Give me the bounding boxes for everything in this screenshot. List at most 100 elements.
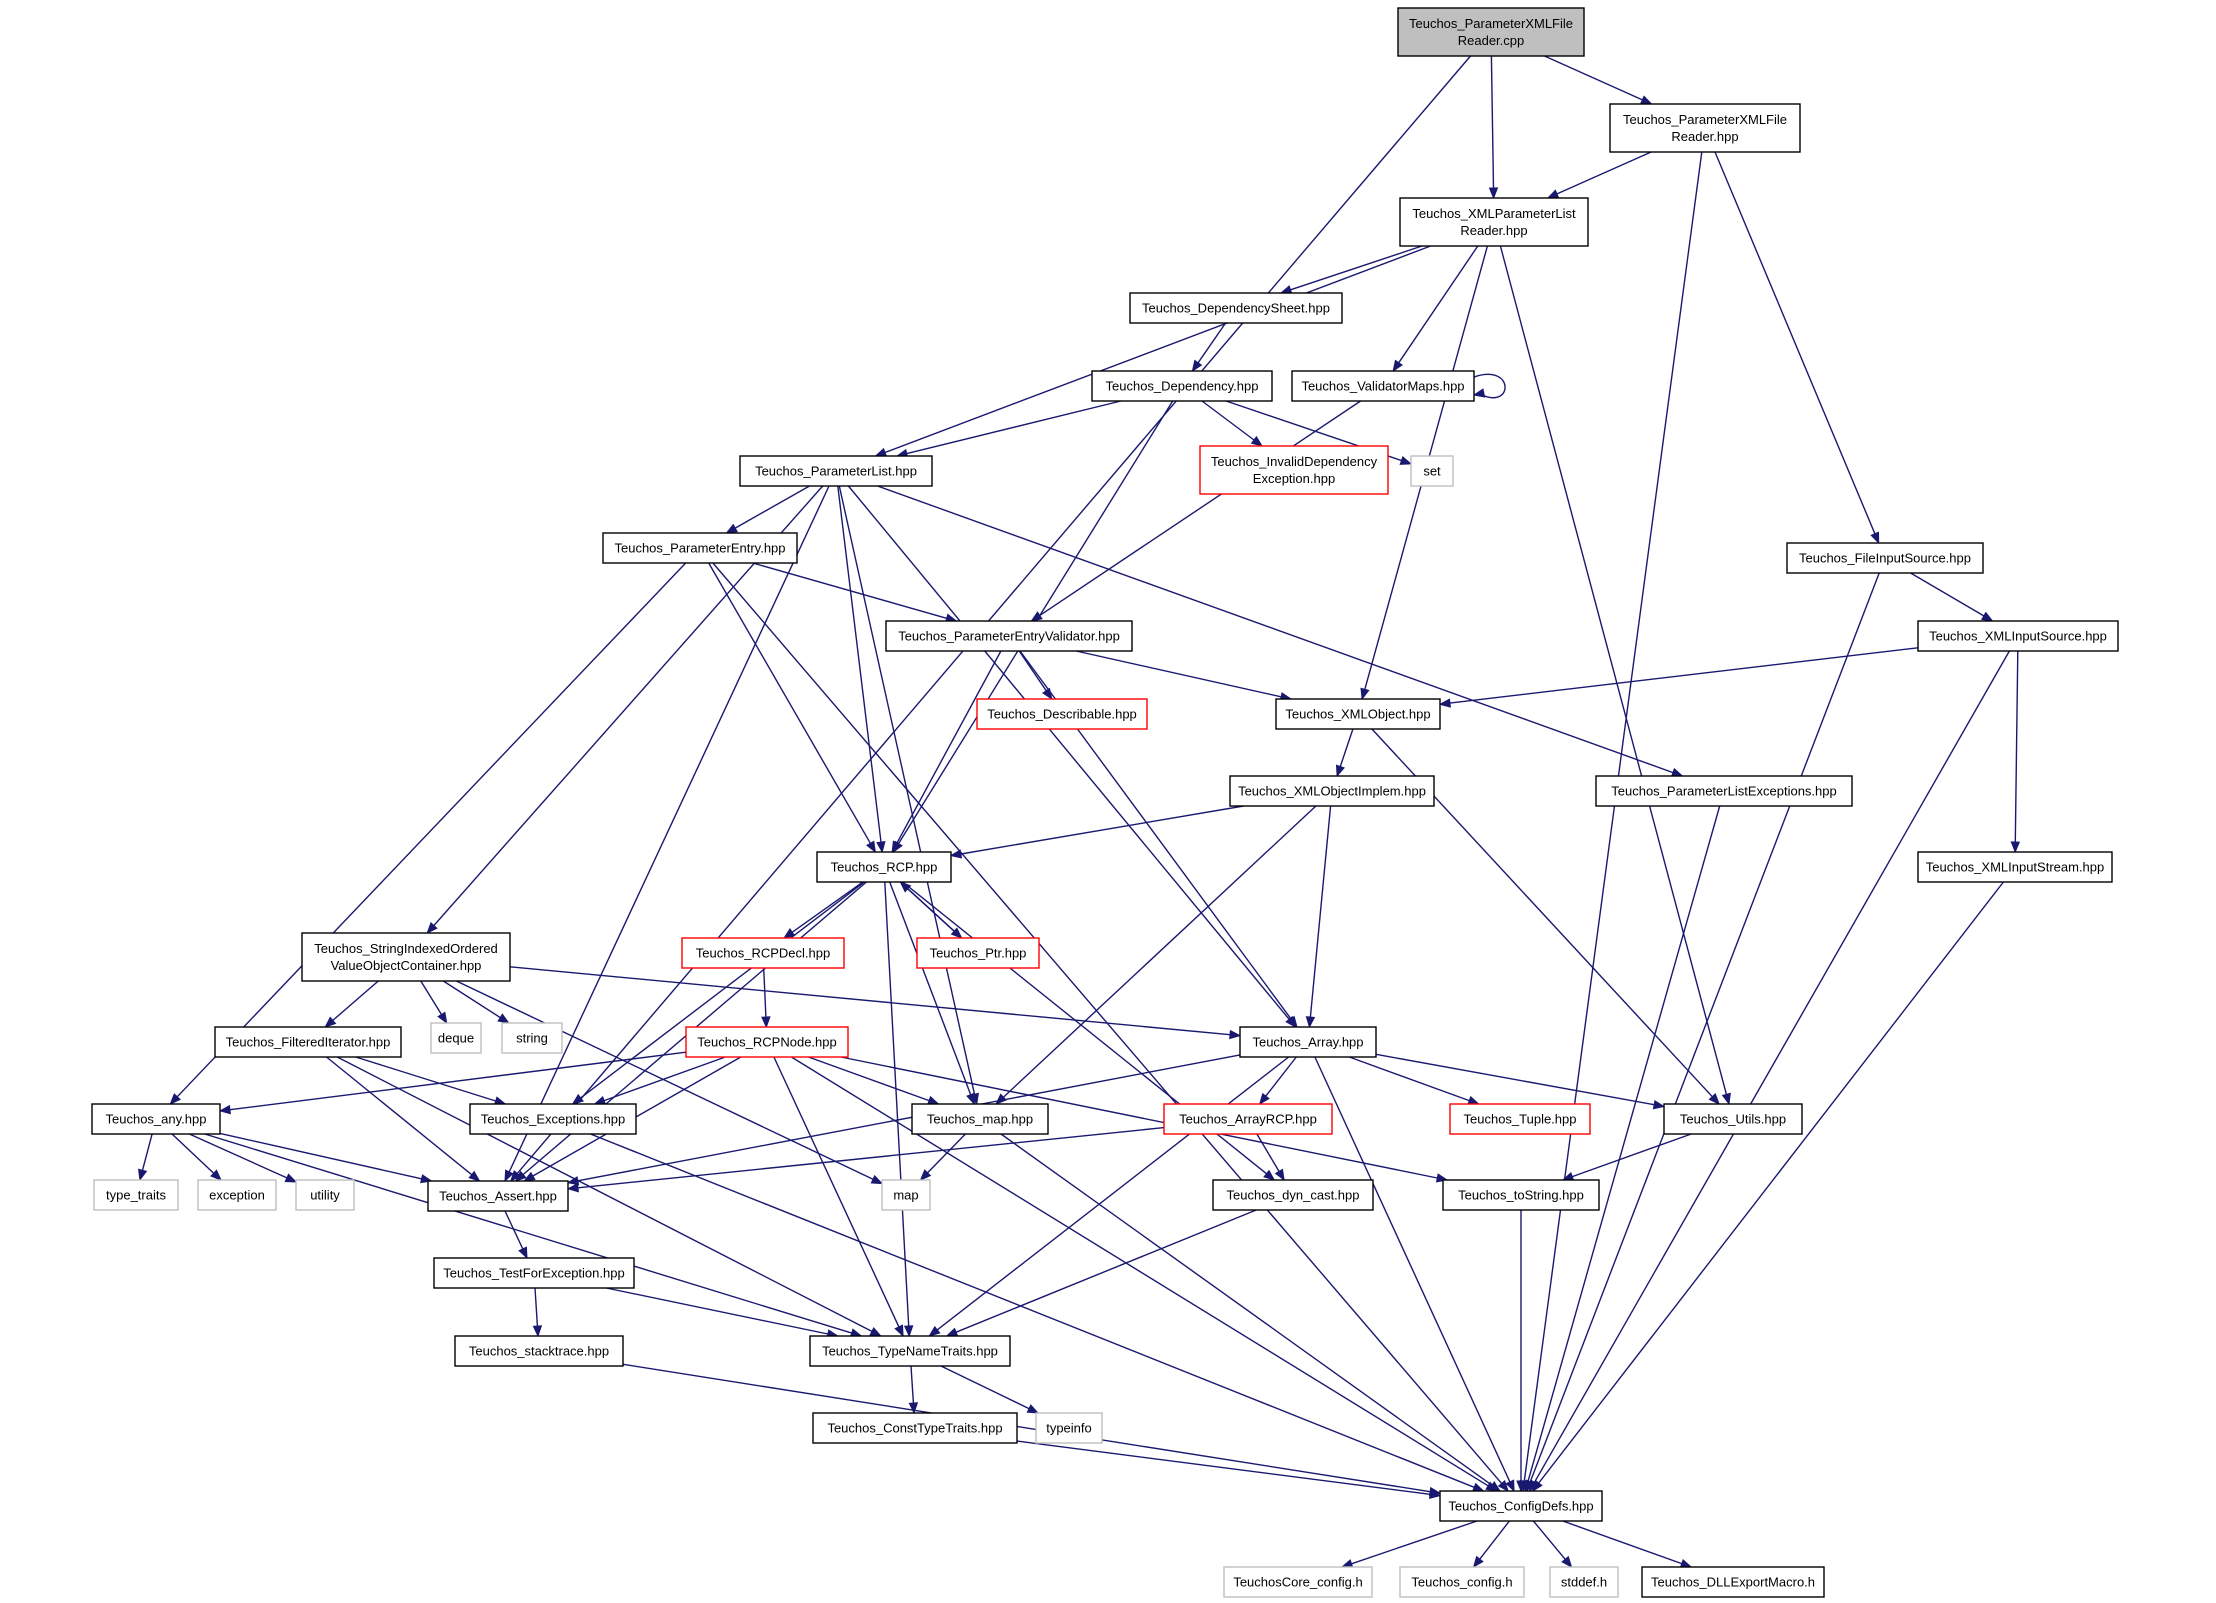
node-pev[interactable]: Teuchos_ParameterEntryValidator.hpp xyxy=(885,620,1133,652)
node-describable[interactable]: Teuchos_Describable.hpp xyxy=(976,698,1148,730)
edge-line xyxy=(791,1056,1489,1487)
node-set[interactable]: set xyxy=(1410,455,1454,487)
edge-arrowhead xyxy=(903,1325,914,1338)
node-testforexc[interactable]: Teuchos_TestForException.hpp xyxy=(433,1257,635,1289)
edge-configdefs-to-dllexport xyxy=(1562,1520,1693,1568)
edge-line xyxy=(955,1209,1257,1333)
edge-arrowhead xyxy=(761,1016,771,1029)
node-xmlobject[interactable]: Teuchos_XMLObject.hpp xyxy=(1275,698,1441,730)
node-box xyxy=(1091,370,1273,402)
node-ptr[interactable]: Teuchos_Ptr.hpp xyxy=(916,937,1040,969)
node-box xyxy=(809,1335,1011,1367)
edge-pxfr_hpp-to-fileinput xyxy=(1714,151,1880,545)
edge-sivoc-to-deque xyxy=(420,980,448,1025)
node-xmlinput[interactable]: Teuchos_XMLInputSource.hpp xyxy=(1917,620,2119,652)
node-any[interactable]: Teuchos_any.hpp xyxy=(91,1103,221,1135)
node-exception[interactable]: exception xyxy=(197,1179,277,1211)
edge-arrowhead xyxy=(518,1246,528,1260)
node-deque[interactable]: deque xyxy=(430,1022,482,1054)
node-exceptions[interactable]: Teuchos_Exceptions.hpp xyxy=(469,1103,637,1135)
node-xmlobjimpl[interactable]: Teuchos_XMLObjectImplem.hpp xyxy=(1229,775,1435,807)
node-tostring[interactable]: Teuchos_toString.hpp xyxy=(1442,1179,1600,1211)
node-type-traits[interactable]: type_traits xyxy=(93,1179,179,1211)
node-paramlist[interactable]: Teuchos_ParameterList.hpp xyxy=(739,455,933,487)
edge-any-to-assert xyxy=(219,1132,433,1184)
edge-arrowhead xyxy=(1360,687,1370,701)
node-label: Teuchos_DependencySheet.hpp xyxy=(1142,301,1330,316)
edge-arrowhead xyxy=(532,1325,543,1338)
edge-paramlist-to-rcp xyxy=(837,485,886,854)
node-dllexport[interactable]: Teuchos_DLLExportMacro.h xyxy=(1641,1566,1825,1598)
edge-arrowhead xyxy=(1497,1479,1509,1493)
node-box xyxy=(93,1179,179,1211)
edge-line xyxy=(1538,881,2004,1484)
node-teuchosconfig[interactable]: Teuchos_config.h xyxy=(1399,1566,1525,1598)
node-rcpdecl[interactable]: Teuchos_RCPDecl.hpp xyxy=(681,937,845,969)
edge-arrowhead xyxy=(926,1095,940,1105)
node-paramentry[interactable]: Teuchos_ParameterEntry.hpp xyxy=(602,532,798,564)
node-typenametraits[interactable]: Teuchos_TypeNameTraits.hpp xyxy=(809,1335,1011,1367)
node-fileinput[interactable]: Teuchos_FileInputSource.hpp xyxy=(1786,542,1984,574)
edge-tostring-to-configdefs xyxy=(1516,1210,1526,1493)
edge-line xyxy=(189,1133,288,1179)
node-filtered[interactable]: Teuchos_FilteredIterator.hpp xyxy=(214,1026,402,1058)
edge-rcp-to-exceptions xyxy=(571,881,865,1105)
edge-arrowhead xyxy=(566,1183,579,1193)
edge-arrayrcp-to-dyncast xyxy=(1256,1133,1285,1182)
node-map[interactable]: map xyxy=(881,1179,931,1211)
edge-line xyxy=(1562,1520,1682,1565)
node-plexc[interactable]: Teuchos_ParameterListExceptions.hpp xyxy=(1595,775,1853,807)
node-tuple[interactable]: Teuchos_Tuple.hpp xyxy=(1449,1103,1591,1135)
node-label: Exception.hpp xyxy=(1253,471,1335,486)
node-stacktrace[interactable]: Teuchos_stacktrace.hpp xyxy=(454,1335,624,1367)
node-label: Teuchos_ConstTypeTraits.hpp xyxy=(827,1421,1002,1436)
node-sivoc[interactable]: Teuchos_StringIndexedOrderedValueObjectC… xyxy=(301,932,511,982)
node-rcpnode[interactable]: Teuchos_RCPNode.hpp xyxy=(685,1026,849,1058)
edge-line xyxy=(456,980,874,1180)
node-utils[interactable]: Teuchos_Utils.hpp xyxy=(1663,1103,1803,1135)
node-label: Teuchos_stacktrace.hpp xyxy=(469,1344,609,1359)
node-string[interactable]: string xyxy=(501,1022,563,1054)
node-array[interactable]: Teuchos_Array.hpp xyxy=(1239,1026,1377,1058)
node-label: Teuchos_InvalidDependency xyxy=(1211,454,1378,469)
node-configdefs[interactable]: Teuchos_ConfigDefs.hpp xyxy=(1439,1490,1603,1522)
node-stddef[interactable]: stddef.h xyxy=(1549,1566,1619,1598)
node-label: Teuchos_TestForException.hpp xyxy=(443,1266,624,1281)
edge-arrowhead xyxy=(725,523,739,534)
node-depsheet[interactable]: Teuchos_DependencySheet.hpp xyxy=(1129,292,1343,324)
node-arrayrcp[interactable]: Teuchos_ArrayRCP.hpp xyxy=(1163,1103,1333,1135)
edge-line xyxy=(927,1133,966,1174)
edge-line xyxy=(1523,151,1703,1482)
node-utility[interactable]: utility xyxy=(295,1179,355,1211)
edge-paramlist-to-assert xyxy=(504,485,830,1183)
node-assert[interactable]: Teuchos_Assert.hpp xyxy=(427,1180,569,1212)
edge-arrowhead xyxy=(1472,388,1486,398)
node-dyncast[interactable]: Teuchos_dyn_cast.hpp xyxy=(1212,1179,1374,1211)
node-label: Teuchos_ValidatorMaps.hpp xyxy=(1301,379,1464,394)
edge-line xyxy=(1256,1133,1280,1172)
node-rcp[interactable]: Teuchos_RCP.hpp xyxy=(816,851,952,883)
edge-any-to-exception xyxy=(171,1133,222,1181)
node-maphpp[interactable]: Teuchos_map.hpp xyxy=(911,1103,1049,1135)
node-teuchoscoreconfig[interactable]: TeuchosCore_config.h xyxy=(1223,1566,1373,1598)
edge-line xyxy=(355,1056,496,1102)
node-box xyxy=(1129,292,1343,324)
node-typeinfo[interactable]: typeinfo xyxy=(1035,1412,1103,1444)
node-validatormaps[interactable]: Teuchos_ValidatorMaps.hpp xyxy=(1291,370,1475,402)
node-dependency[interactable]: Teuchos_Dependency.hpp xyxy=(1091,370,1273,402)
edge-arrowhead xyxy=(1286,1015,1298,1029)
node-xmlinstream[interactable]: Teuchos_XMLInputStream.hpp xyxy=(1917,851,2113,883)
edge-line xyxy=(889,881,972,1095)
node-consttypetraits[interactable]: Teuchos_ConstTypeTraits.hpp xyxy=(812,1412,1018,1444)
node-box xyxy=(1549,1566,1619,1598)
edge-arrowhead xyxy=(566,1176,580,1186)
node-box xyxy=(1163,1103,1333,1135)
edge-pev-to-rcp xyxy=(891,650,1002,854)
edge-line xyxy=(1351,1520,1478,1565)
node-box xyxy=(430,1022,482,1054)
edge-sivoc-to-array xyxy=(509,966,1242,1040)
